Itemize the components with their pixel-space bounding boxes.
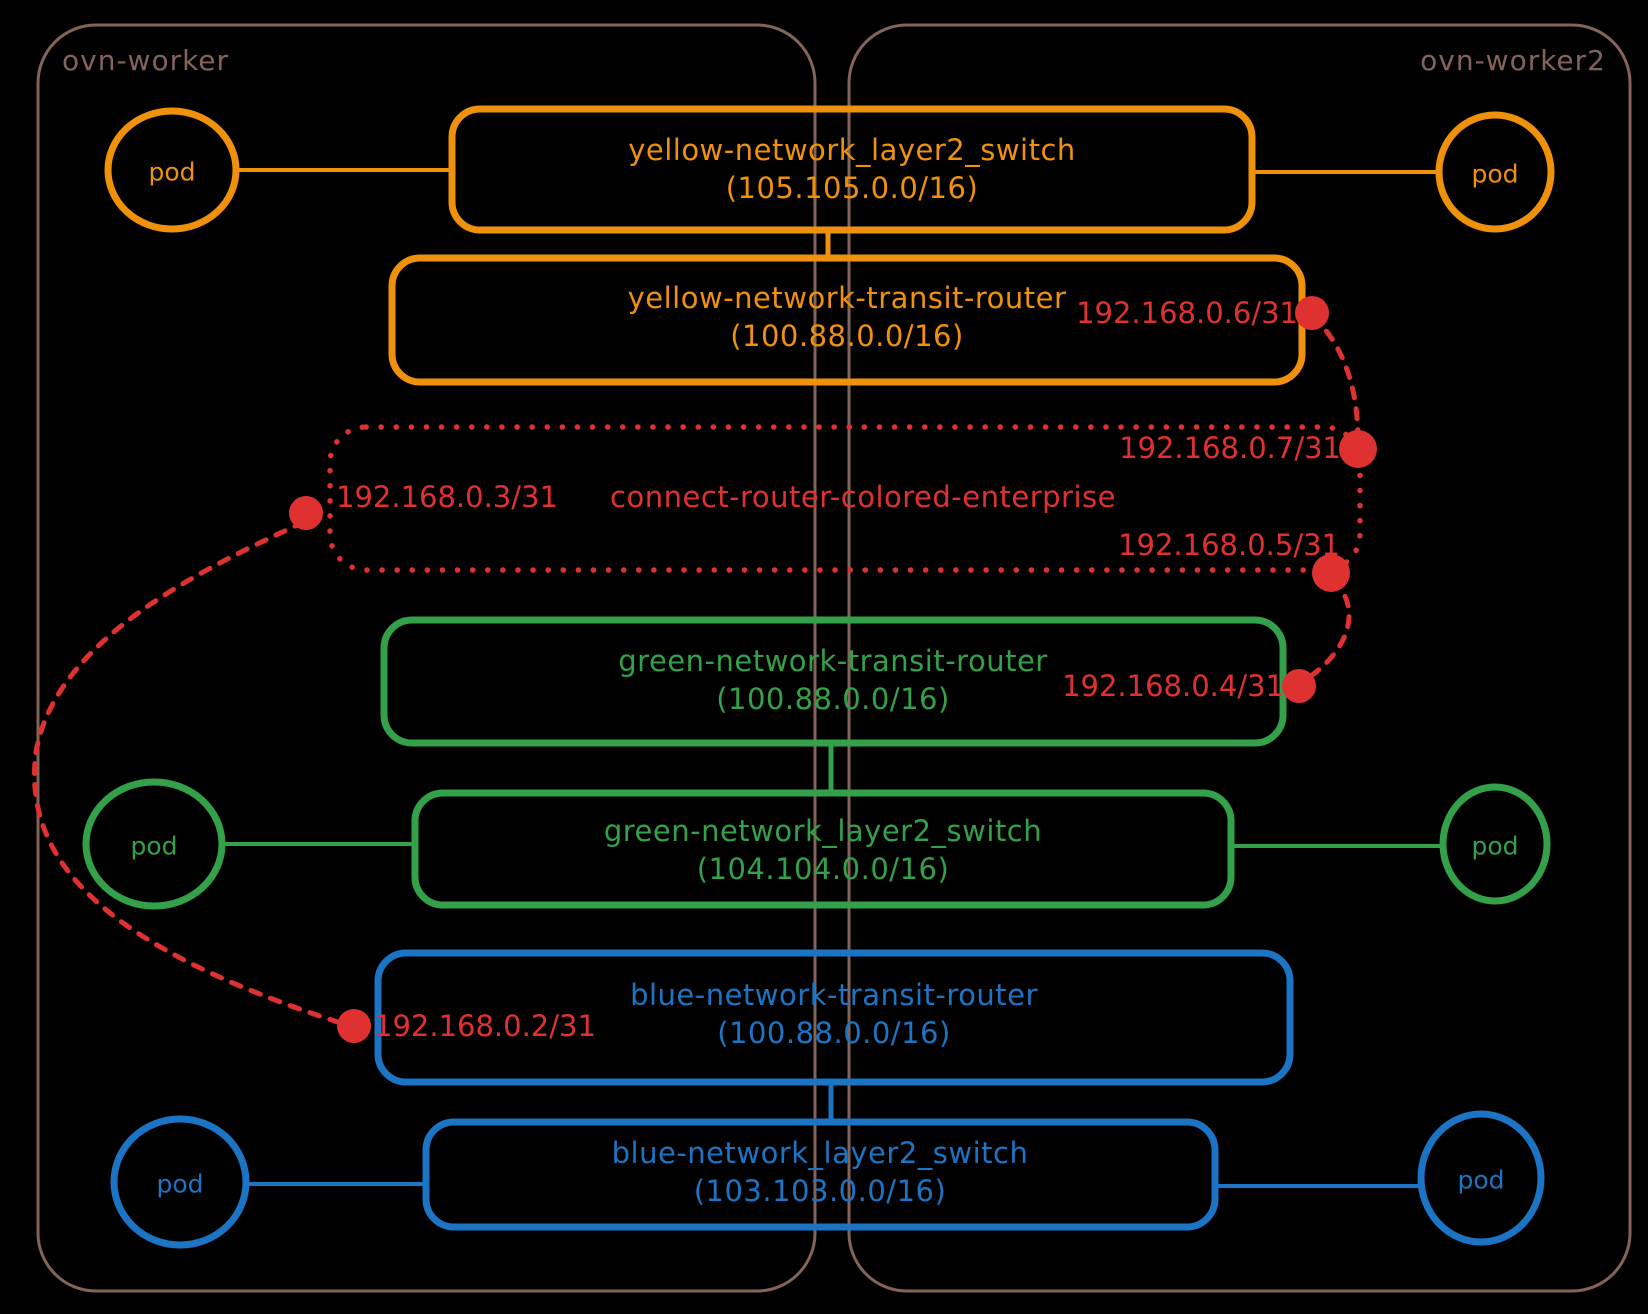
blue-switch-label: blue-network_layer2_switch (103.103.0.0/… bbox=[612, 1134, 1029, 1210]
yellow-router-label: yellow-network-transit-router (100.88.0.… bbox=[628, 279, 1067, 355]
green-switch-subnet: (104.104.0.0/16) bbox=[696, 852, 950, 886]
blue-router-title: blue-network-transit-router bbox=[630, 978, 1038, 1012]
ip2-endpoint-dot bbox=[337, 1009, 371, 1043]
ip5-label: 192.168.0.5/31 bbox=[1118, 528, 1340, 562]
green-pod-right-circle bbox=[1439, 783, 1551, 905]
ip6-endpoint-dot bbox=[1295, 296, 1329, 330]
yellow-pod-right-circle bbox=[1435, 111, 1555, 233]
blue-pod-right-circle bbox=[1417, 1110, 1545, 1246]
green-switch-label: green-network_layer2_switch (104.104.0.0… bbox=[604, 812, 1042, 888]
blue-router-box bbox=[374, 949, 1294, 1086]
ip2-label: 192.168.0.2/31 bbox=[374, 1009, 596, 1043]
blue-switch-subnet: (103.103.0.0/16) bbox=[693, 1174, 947, 1208]
yellow-switch-subnet: (105.105.0.0/16) bbox=[725, 171, 979, 205]
ip6-label: 192.168.0.6/31 bbox=[1076, 296, 1298, 330]
yellow-pod-left-circle bbox=[104, 107, 240, 233]
green-switch-box bbox=[411, 789, 1235, 909]
green-pod-left-circle bbox=[82, 778, 226, 910]
ovn-worker-frame bbox=[36, 23, 817, 1293]
yellow-pod-left-label: pod bbox=[148, 157, 196, 187]
blue-pod-right-label: pod bbox=[1457, 1165, 1505, 1195]
yellow-pod-right-label: pod bbox=[1471, 159, 1519, 189]
ip4-endpoint-dot bbox=[1282, 669, 1316, 703]
yellow-switch-box bbox=[448, 105, 1256, 234]
green-router-subnet: (100.88.0.0/16) bbox=[716, 682, 950, 716]
ovn-worker2-frame bbox=[847, 23, 1632, 1293]
green-pod-right-label: pod bbox=[1471, 831, 1519, 861]
blue-router-label: blue-network-transit-router (100.88.0.0/… bbox=[630, 976, 1038, 1052]
connect-router-label: connect-router-colored-enterprise bbox=[610, 480, 1116, 514]
ip4-label: 192.168.0.4/31 bbox=[1062, 669, 1284, 703]
blue-pod-left-circle bbox=[110, 1115, 250, 1249]
ip7-label: 192.168.0.7/31 bbox=[1119, 431, 1341, 465]
blue-pod-left-label: pod bbox=[156, 1169, 204, 1199]
ovn-worker2-label: ovn-worker2 bbox=[1420, 44, 1606, 77]
blue-switch-title: blue-network_layer2_switch bbox=[611, 1136, 1029, 1170]
green-switch-title: green-network_layer2_switch bbox=[603, 814, 1043, 848]
peer-link-ip3-ip2 bbox=[32, 519, 353, 1029]
peer-link-ip5-ip4 bbox=[1299, 577, 1352, 685]
yellow-router-subnet: (100.88.0.0/16) bbox=[730, 319, 964, 353]
blue-router-subnet: (100.88.0.0/16) bbox=[717, 1016, 951, 1050]
connect-router-box bbox=[327, 424, 1363, 573]
green-router-title: green-network-transit-router bbox=[618, 644, 1048, 678]
ip5-endpoint-dot bbox=[1312, 554, 1350, 592]
ip3-endpoint-dot bbox=[289, 496, 323, 530]
ovn-worker-label: ovn-worker bbox=[62, 44, 230, 77]
ip7-endpoint-dot bbox=[1339, 430, 1377, 468]
yellow-switch-title: yellow-network_layer2_switch bbox=[628, 133, 1076, 167]
green-pod-left-label: pod bbox=[130, 831, 178, 861]
yellow-router-title: yellow-network-transit-router bbox=[627, 281, 1067, 315]
peer-link-ip6-ip7 bbox=[1309, 313, 1361, 443]
green-router-label: green-network-transit-router (100.88.0.0… bbox=[618, 642, 1047, 718]
yellow-switch-label: yellow-network_layer2_switch (105.105.0.… bbox=[628, 131, 1076, 207]
ip3-label: 192.168.0.3/31 bbox=[336, 480, 558, 514]
blue-switch-box bbox=[422, 1118, 1219, 1231]
